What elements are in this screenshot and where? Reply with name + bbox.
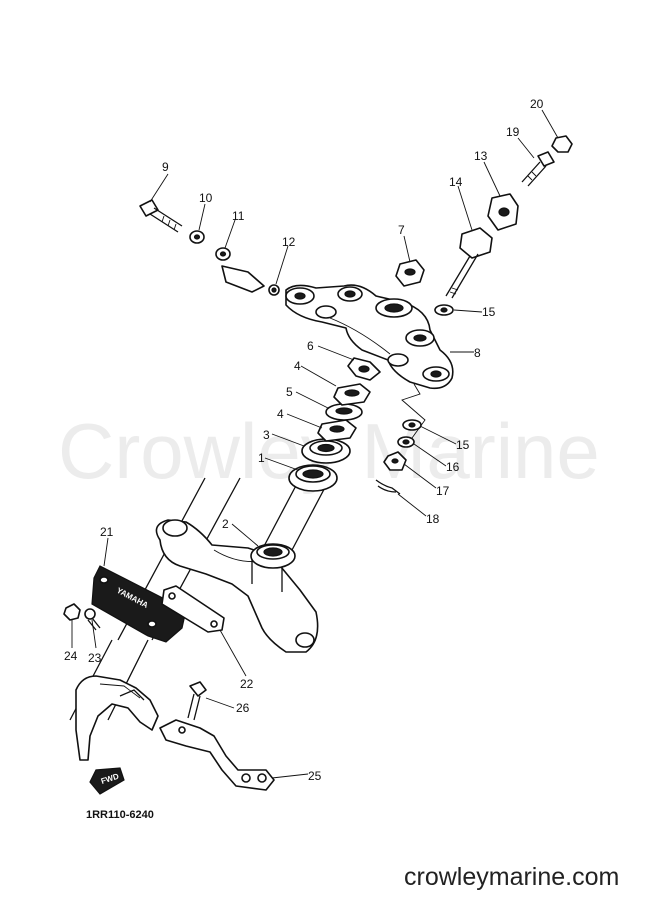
- callout-10: 10: [199, 191, 213, 205]
- callout-25: 25: [308, 769, 322, 783]
- under-bracket: [155, 519, 319, 653]
- nut-17: [383, 451, 407, 471]
- handlebar-holder-14: [445, 227, 493, 299]
- callout-9: 9: [162, 160, 169, 174]
- callout-20: 20: [530, 97, 544, 111]
- find-arrow: FWD: [89, 767, 125, 795]
- nut-24: [63, 603, 81, 621]
- callout-21: 21: [100, 525, 114, 539]
- bearing-lower: [250, 543, 296, 569]
- upper-bracket: [285, 284, 454, 439]
- callout-15-upper: 15: [482, 305, 496, 319]
- callout-8: 8: [474, 346, 481, 360]
- callout-15-lower: 15: [456, 438, 470, 452]
- callout-6: 6: [307, 339, 314, 353]
- callout-2: 2: [222, 517, 229, 531]
- callout-22: 22: [240, 677, 254, 691]
- leader-lines: [71, 109, 559, 779]
- washer-15-lower: [402, 419, 422, 431]
- callout-17: 17: [436, 484, 450, 498]
- washer-6: [347, 357, 381, 381]
- callout-24: 24: [64, 649, 78, 663]
- bracket-22: [161, 585, 225, 633]
- ring-nut-upper: [333, 383, 371, 406]
- washer-15-upper: [434, 304, 454, 316]
- callout-7: 7: [398, 223, 405, 237]
- ring-nut-lower: [317, 419, 357, 442]
- washer-10: [189, 230, 205, 244]
- callout-13: 13: [474, 149, 488, 163]
- callout-5: 5: [286, 385, 293, 399]
- brace-25: [159, 719, 275, 791]
- nut-20: [551, 135, 573, 153]
- washer-16: [397, 436, 415, 448]
- callout-19: 19: [506, 125, 520, 139]
- bearing-upper: [288, 464, 338, 492]
- callout-3: 3: [263, 428, 270, 442]
- washer-11: [215, 247, 231, 261]
- callout-12: 12: [282, 235, 296, 249]
- handlebar-holder-13: [487, 193, 519, 231]
- nut-7: [395, 259, 425, 287]
- bearing-race-cover: [301, 438, 351, 464]
- diagram-code: 1RR110-6240: [86, 809, 154, 821]
- callout-14: 14: [449, 175, 463, 189]
- emblem-plate-21: YAMAHA: [91, 565, 187, 643]
- clip-18: [375, 479, 401, 495]
- callout-1: 1: [258, 451, 265, 465]
- fork-lower-section: [75, 675, 159, 761]
- callout-16: 16: [446, 460, 460, 474]
- bolt-9: [139, 199, 183, 233]
- callout-18: 18: [426, 512, 440, 526]
- footer-url: crowleymarine.com: [404, 863, 619, 891]
- callout-4-lower: 4: [277, 407, 284, 421]
- bolt-19: [521, 151, 555, 187]
- lock-washer: [325, 403, 363, 421]
- bolt-26: [187, 681, 207, 721]
- callout-4-upper: 4: [294, 359, 301, 373]
- cable-holder-12: [221, 265, 280, 296]
- callouts: 1 2 3 4 4 5 6 7 8 9 10 11 12 13 14 15 15…: [64, 97, 544, 783]
- callout-26: 26: [236, 701, 250, 715]
- callout-23: 23: [88, 651, 102, 665]
- bolt-23: [84, 608, 101, 631]
- callout-11: 11: [232, 209, 245, 223]
